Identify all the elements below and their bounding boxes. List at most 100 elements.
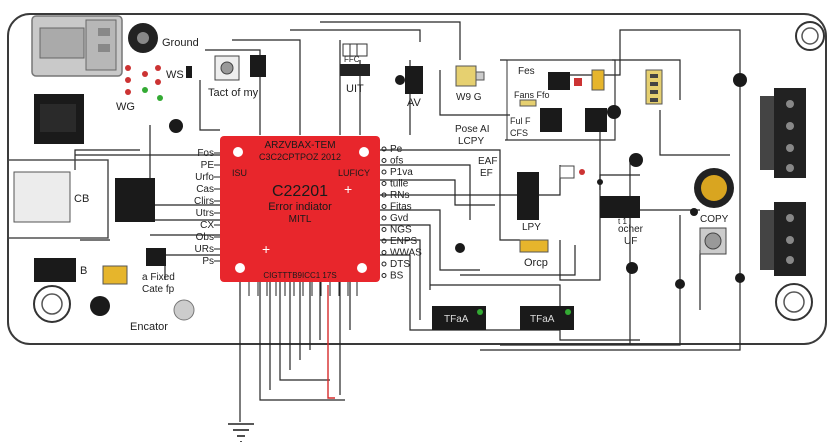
affixed-label: a Fixed [142,272,175,283]
tact-label: Tact of my [208,87,259,99]
uf-label: UF [624,236,637,247]
terminal-block-top [760,88,806,178]
pose-label: Pose AI [455,124,489,135]
av-component [405,66,423,94]
mcu-right-pin-label: Gvd [390,213,408,224]
header-pins-top [645,69,663,105]
mcu-right-pin-label: ENPS [390,236,418,247]
relay-label-1: Fes [518,66,535,77]
mcu-left-pin-label: Cas [196,184,214,195]
mcu-sub1: Error indiator [268,201,332,213]
pose-module [455,65,485,87]
mcu-right-pin-label: DTS [390,259,410,270]
mcu-right-pin [381,181,387,186]
mcu-right-pin-label: Fitas [390,202,412,213]
small-relay [559,165,575,179]
tfa-module-left: TFaA [432,306,486,330]
svg-text:TFaA: TFaA [530,314,555,325]
small-ic [146,248,166,266]
mcu-left-pin-label: URs [195,244,214,255]
cb-connector [7,159,109,239]
lcpy-label: LCPY [458,136,484,147]
diode-b [34,258,76,282]
mcu-left-pin-label: Ps [202,256,214,267]
buzzer [128,23,158,53]
mcu-left-pin-label: CX [200,220,214,231]
svg-text:TFaA: TFaA [444,314,469,325]
mcu-corner-tl: ISU [232,168,247,178]
mcu-right-pin [381,250,387,255]
usb-bridge-chip [115,178,155,222]
mcu-right-pin [381,238,387,244]
uit-chip [340,43,370,76]
mcu-plus-right: + [344,181,352,197]
mcu-bottom-pins: CIGTTTB9ICC1 17S [263,271,336,280]
mcu-right-pin [381,169,387,175]
mcu-right-pin-label: P1va [390,167,413,178]
led-cluster [125,65,163,101]
lpy-label: LPY [522,222,541,233]
cb-label: CB [74,193,89,205]
status-led [579,169,585,175]
mcu-corner-tr: LUFICY [338,168,370,178]
mcu-right-pin [381,204,387,209]
mcu-right-pin-label: Pe [390,144,403,155]
mcu-chip: ARZVBAX-TEM C3C2CPTPOZ 2012 ISU LUFICY C… [220,136,380,282]
mcu-right-pin-label: WWAS [390,248,422,259]
tfa-module-right: TFaA [520,306,574,330]
mcu-line2: C3C2CPTPOZ 2012 [259,152,341,162]
catefp-label: Cate fp [142,284,175,295]
mcu-right-pin [381,192,387,198]
mcu-left-pin-label: Fos [197,148,214,159]
mcu-bottom-pin-stubs [239,282,358,296]
mounting-hole-top-left [795,21,825,51]
encator-label: Encator [130,321,168,333]
mcu-right-pin-label: tulle [390,179,409,190]
mcu-right-pins: PeofsP1vatulleRNsFitasGvdNGSENPSWWASDTSB… [381,144,422,282]
relay-label-3: Ful F [510,116,531,126]
mcu-part-number: C22201 [272,183,328,200]
mcu-right-pin [381,158,387,163]
ear-label: EAF [478,156,497,167]
small-diode [186,66,192,78]
cfs-label: CFS [510,128,528,138]
mcu-right-pin [381,215,387,221]
t1-label: t 1 [618,217,627,226]
push-button [699,227,727,255]
av-label: AV [407,97,422,109]
encoder-cap [173,299,195,321]
red-wire [327,285,335,399]
mcu-right-pin-label: RNs [390,190,409,201]
usb-connector [31,15,123,77]
chip-top-label: FFC [344,55,360,64]
mcu-right-pin [381,261,387,267]
mcu-left-pin-label: Obs [196,232,214,243]
terminal-block-bottom [760,202,806,276]
mcu-right-pin [381,146,387,152]
mcu-left-pin-label: Urfo [195,172,214,183]
encoder-knob [90,296,110,316]
ocher-label: ocher [618,224,644,235]
fixed-cap [102,265,128,285]
mcu-line1: ARZVBAX-TEM [264,140,335,151]
capacitor-yellow [519,239,549,253]
wg-label: WG [116,101,135,113]
ef-label: EF [480,168,493,179]
orcp-label: Orcp [524,257,548,269]
relay-block [506,59,616,141]
driver-chip [600,196,640,218]
mcu-left-pin-label: Utrs [196,208,214,219]
relay-label-2: Fans Ffo [514,90,550,100]
uit-label: UIT [346,83,364,95]
w9-label: W9 G [456,92,482,103]
mcu-left-pin-label: Clirs [194,196,214,207]
mcu-right-pin-label: NGS [390,225,412,236]
ground-symbol [228,423,254,442]
mounting-hole-bottom-left [33,285,71,323]
solder-dots [169,73,747,289]
b-label: B [80,265,87,277]
mcu-right-pin [381,273,387,278]
